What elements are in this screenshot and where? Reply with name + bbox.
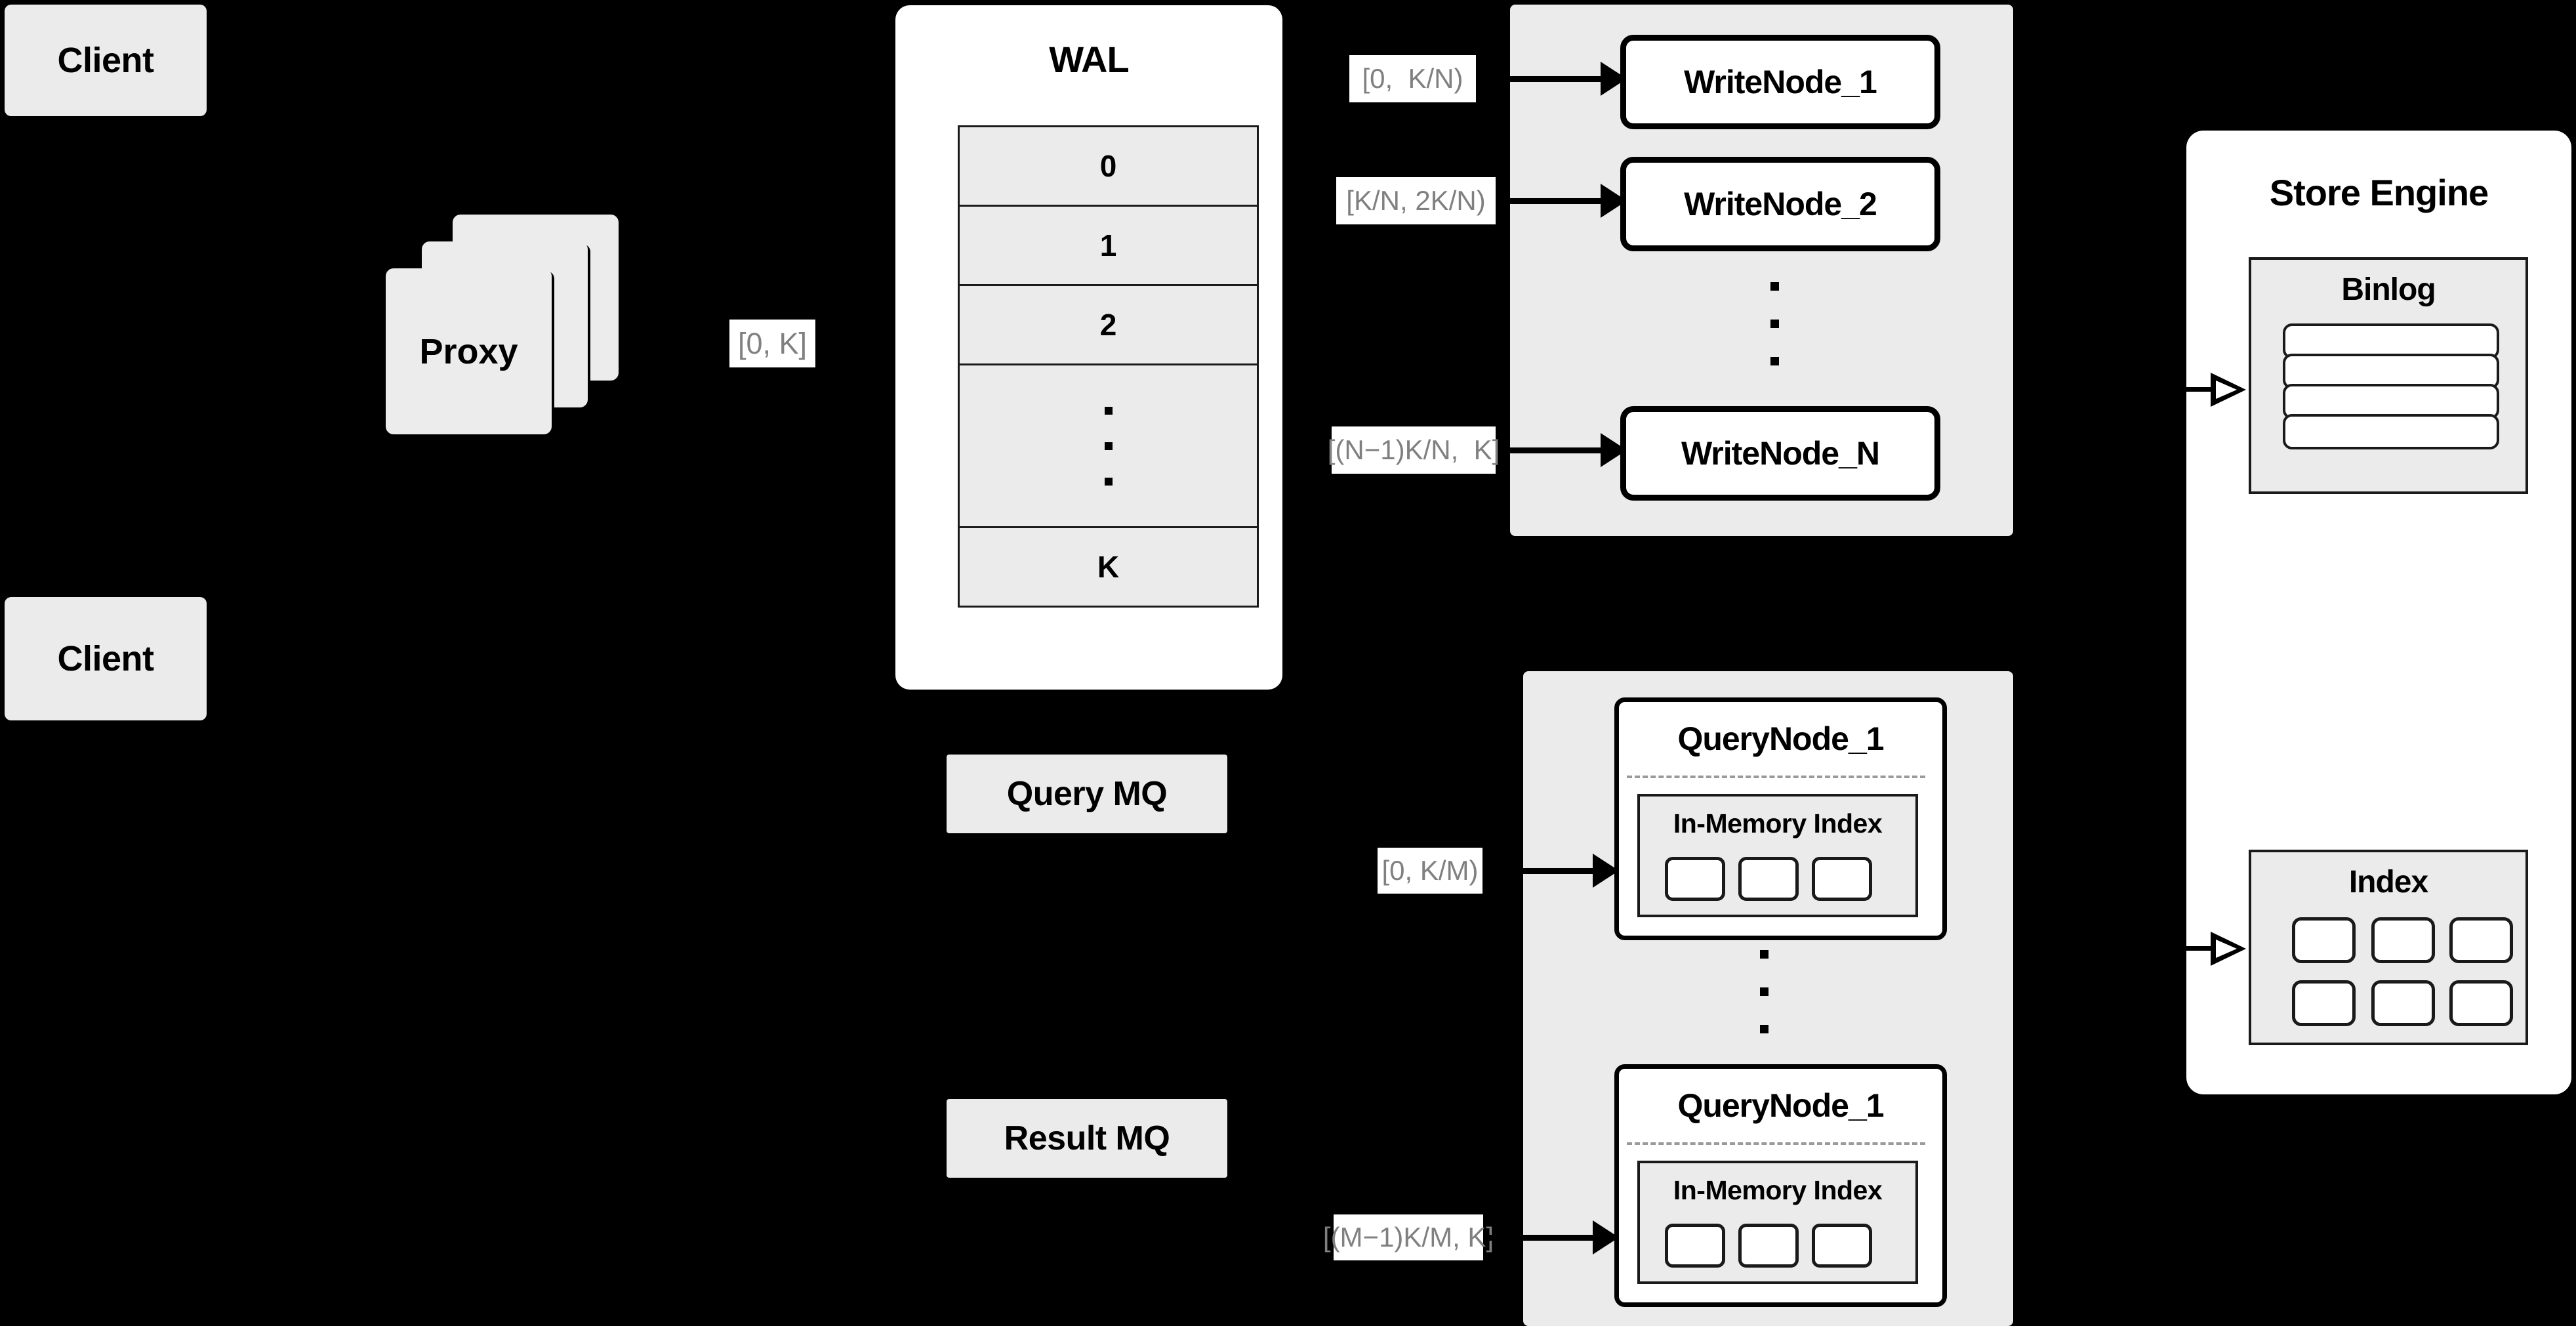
wal-table: 0 1 2 K — [958, 125, 1259, 608]
store-index-chip — [2292, 980, 2356, 1026]
index-chip — [1812, 1224, 1872, 1268]
arrow-to-query-node-m — [1488, 1235, 1599, 1241]
query-node-m-title: QueryNode_1 — [1677, 1087, 1884, 1124]
query-node-1-divider — [1627, 776, 1925, 778]
wal-row: 0 — [960, 127, 1257, 207]
write-node-2[interactable]: WriteNode_2 — [1620, 157, 1940, 251]
wal-row: 1 — [960, 207, 1257, 286]
binlog-row — [2283, 414, 2499, 449]
write-node-1-range: [0, K/N) — [1349, 55, 1476, 102]
result-mq-box[interactable]: Result MQ — [947, 1099, 1227, 1178]
in-memory-index-1: In-Memory Index — [1637, 794, 1918, 917]
arrow-to-write-node-1 — [1502, 76, 1607, 82]
arrow-to-store-index — [2183, 946, 2211, 951]
store-index-chip — [2292, 917, 2356, 963]
write-node-n-range: [(N−1)K/N, K] — [1328, 426, 1500, 474]
write-node-n[interactable]: WriteNode_N — [1620, 406, 1940, 501]
in-memory-index-m: In-Memory Index — [1637, 1161, 1918, 1284]
in-memory-index-m-title: In-Memory Index — [1673, 1175, 1883, 1205]
wal-row: K — [1097, 550, 1120, 584]
store-index-chip — [2449, 980, 2513, 1026]
client-label-1: Client — [57, 41, 154, 80]
query-node-m-range: [(M−1)K/M, K] — [1323, 1214, 1494, 1260]
vertical-ellipsis-icon — [1760, 950, 1768, 1033]
vertical-ellipsis-icon — [1770, 282, 1779, 365]
index-chip — [1665, 1224, 1725, 1268]
arrow-to-write-node-2 — [1502, 198, 1607, 204]
store-engine-panel: Store Engine Binlog Index — [2186, 131, 2571, 1094]
query-node-m-divider — [1627, 1142, 1925, 1145]
query-node-1-title: QueryNode_1 — [1677, 720, 1884, 757]
store-index-panel: Index — [2249, 850, 2528, 1045]
store-index-chip — [2371, 917, 2435, 963]
proxy-card-front[interactable]: Proxy — [386, 268, 552, 434]
store-index-chip — [2371, 980, 2435, 1026]
query-node-1-range: [0, K/M) — [1378, 848, 1482, 894]
vertical-ellipsis-icon — [1104, 365, 1113, 526]
wal-panel: WAL 0 1 2 K — [895, 5, 1282, 690]
client-box-1[interactable]: Client — [5, 5, 207, 116]
wal-title: WAL — [1049, 39, 1129, 80]
binlog-title: Binlog — [2341, 272, 2436, 307]
binlog-row — [2283, 323, 2499, 359]
client-label-2: Client — [57, 639, 154, 678]
wal-row-ellipsis — [960, 365, 1257, 528]
store-engine-title: Store Engine — [2269, 172, 2489, 213]
wal-row: 2 — [960, 286, 1257, 365]
index-chip — [1738, 857, 1799, 901]
write-node-1[interactable]: WriteNode_1 — [1620, 35, 1940, 129]
index-chip — [1738, 1224, 1799, 1268]
arrow-to-write-node-n — [1502, 447, 1607, 453]
store-index-chip — [2449, 917, 2513, 963]
proxy-label: Proxy — [419, 331, 518, 371]
store-index-title: Index — [2348, 865, 2428, 900]
query-node-m[interactable]: QueryNode_1 In-Memory Index — [1614, 1064, 1947, 1307]
index-chip — [1812, 857, 1872, 901]
index-chip — [1665, 857, 1725, 901]
binlog-panel: Binlog — [2249, 257, 2528, 494]
arrow-to-binlog — [2183, 387, 2211, 392]
binlog-row — [2283, 354, 2499, 389]
in-memory-index-1-title: In-Memory Index — [1673, 808, 1883, 839]
write-node-2-range: [K/N, 2K/N) — [1336, 177, 1496, 224]
client-box-2[interactable]: Client — [5, 597, 207, 720]
query-node-1[interactable]: QueryNode_1 In-Memory Index — [1614, 697, 1947, 940]
query-mq-box[interactable]: Query MQ — [947, 755, 1227, 833]
arrow-to-query-node-1 — [1488, 868, 1599, 874]
proxy-range-label: [0, K] — [729, 320, 815, 367]
